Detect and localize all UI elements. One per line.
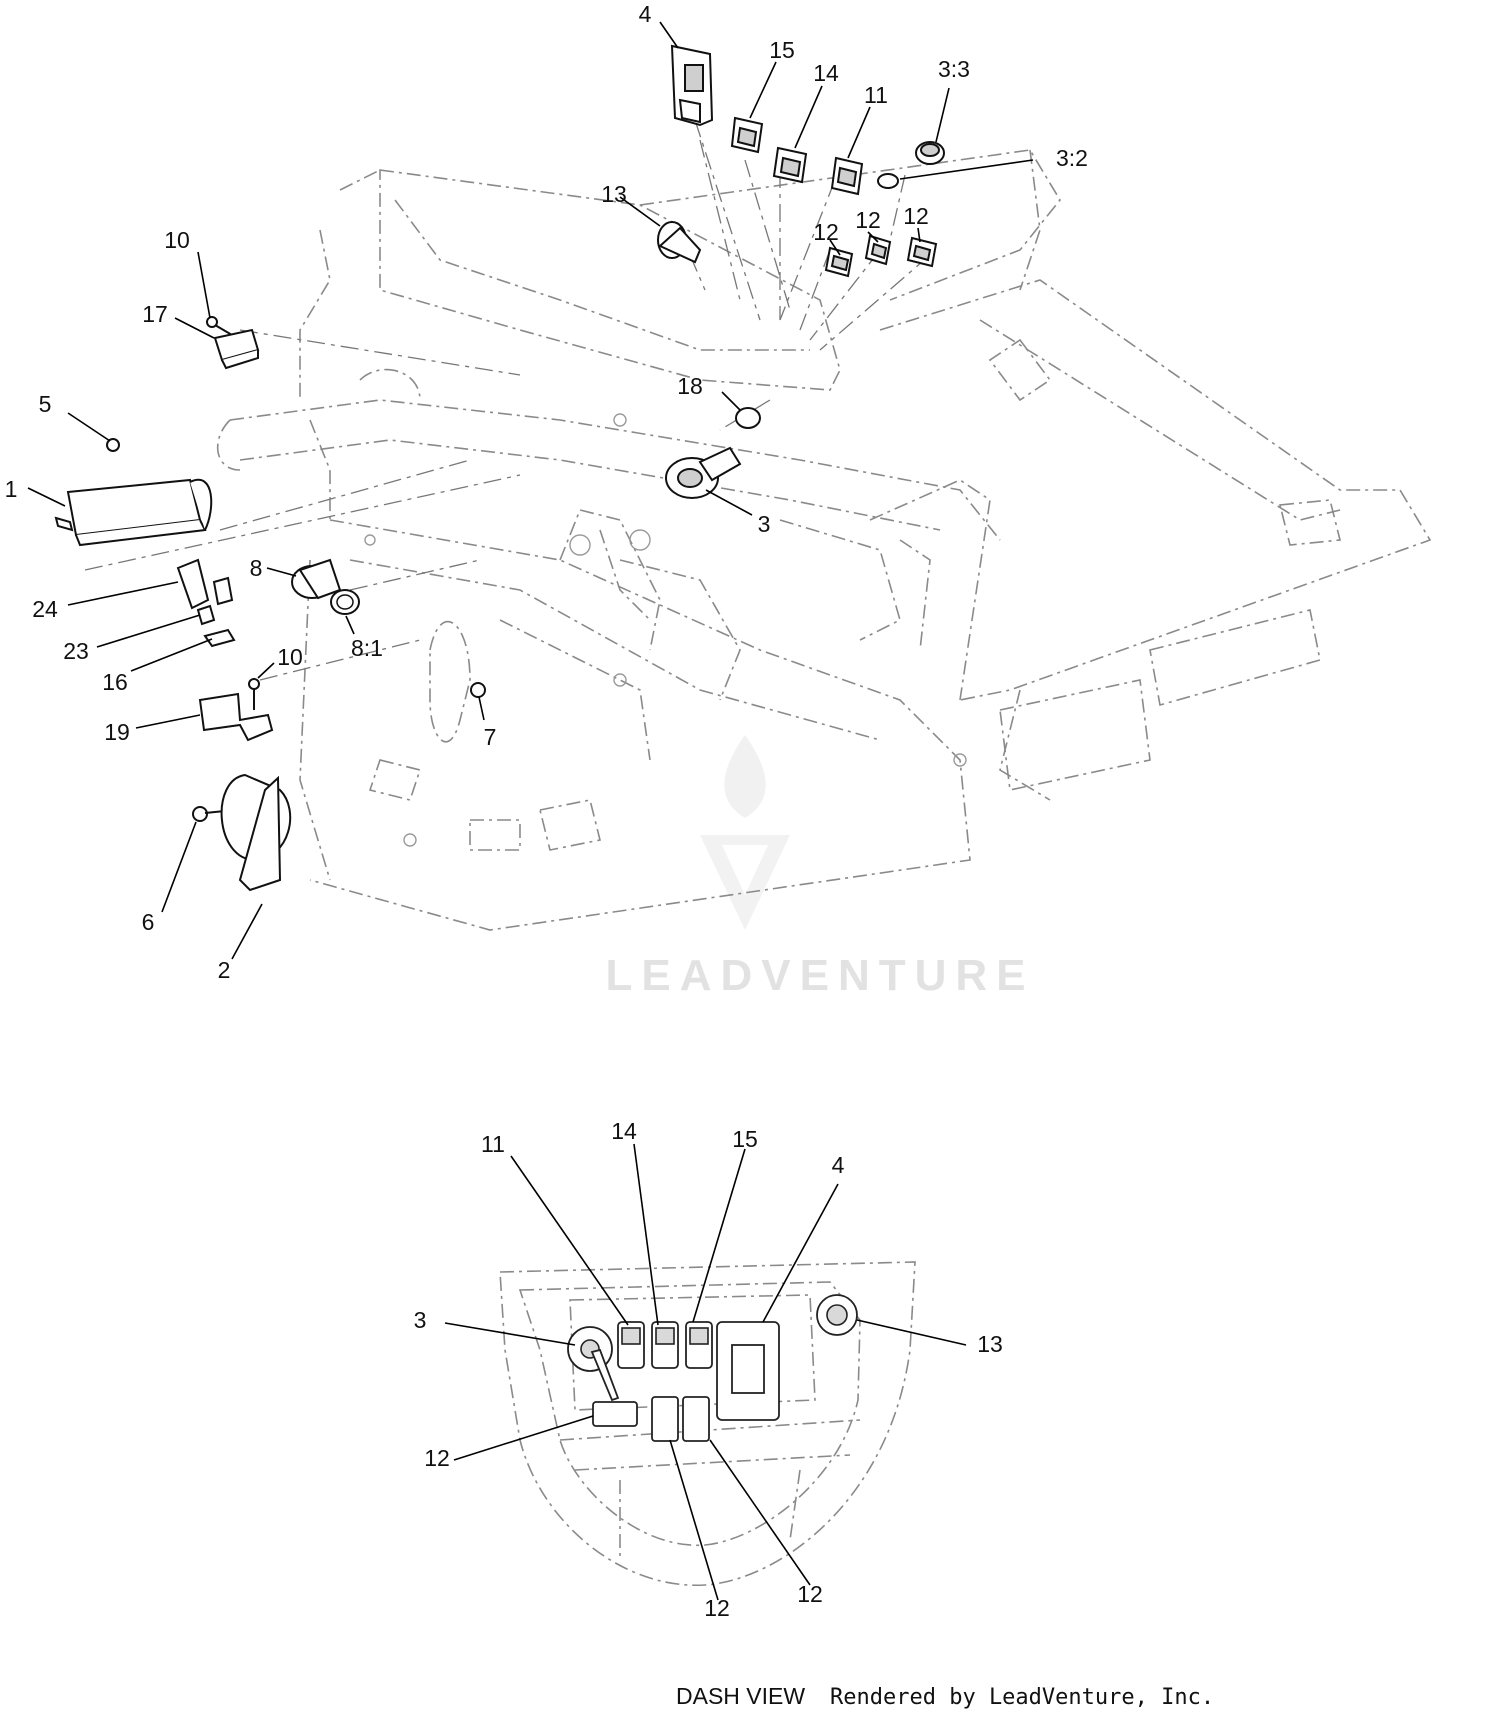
part-16-label xyxy=(203,628,236,648)
part-13-usb-socket xyxy=(657,221,702,264)
callout-12-b: 12 xyxy=(855,207,881,233)
dash-callout-12-right: 12 xyxy=(797,1581,823,1607)
callout-3-2: 3:2 xyxy=(1056,145,1088,171)
callout-3: 3 xyxy=(758,511,771,537)
callout-7: 7 xyxy=(484,724,497,750)
callout-23: 23 xyxy=(63,638,89,664)
callout-14: 14 xyxy=(813,60,839,86)
dash-blank-switch-b xyxy=(651,1396,679,1442)
callout-18: 18 xyxy=(677,373,703,399)
dash-view-callouts: 14 11 15 4 3 13 12 12 12 xyxy=(414,1118,1003,1621)
main-view-leaders xyxy=(27,21,1034,960)
part-2-horn xyxy=(220,773,292,892)
callout-12-c: 12 xyxy=(903,203,929,229)
part-19-bracket xyxy=(198,692,274,742)
dash-outlet-module xyxy=(716,1321,780,1421)
part-15-rocker-switch xyxy=(730,116,764,154)
assembly-lines xyxy=(84,119,931,681)
callout-16: 16 xyxy=(102,669,128,695)
dash-callout-4: 4 xyxy=(832,1152,845,1178)
callout-6: 6 xyxy=(142,909,155,935)
part-1-control-module xyxy=(54,478,213,547)
dash-callout-3: 3 xyxy=(414,1307,427,1333)
callout-10-top: 10 xyxy=(164,227,190,253)
dash-view-leaders xyxy=(444,1143,967,1601)
part-14-rocker-switch xyxy=(772,146,808,184)
part-7-nut xyxy=(470,682,486,698)
part-5-nut xyxy=(106,438,120,452)
part-10-bolt-top xyxy=(206,316,218,328)
main-view-callouts: 4 15 14 11 3:3 3:2 13 12 12 12 10 17 5 1… xyxy=(5,1,1088,983)
footer: DASH VIEW Rendered by LeadVenture, Inc. xyxy=(676,1683,1214,1710)
callout-12-a: 12 xyxy=(813,219,839,245)
callout-17: 17 xyxy=(142,301,168,327)
dash-view-title: DASH VIEW xyxy=(676,1683,805,1709)
dash-blank-switch-a xyxy=(592,1401,638,1427)
dash-view xyxy=(499,1261,916,1586)
part-12-switch-c xyxy=(906,236,938,268)
part-23-clip xyxy=(196,604,216,626)
callout-8-1: 8:1 xyxy=(351,635,383,661)
watermark: LEADVENTURE xyxy=(605,735,1034,1000)
callout-10-bottom: 10 xyxy=(277,644,303,670)
watermark-text: LEADVENTURE xyxy=(605,951,1034,1000)
dash-callout-13: 13 xyxy=(977,1331,1003,1357)
callout-24: 24 xyxy=(32,596,58,622)
part-10-bolt-bottom xyxy=(248,678,260,710)
callout-13: 13 xyxy=(601,181,627,207)
part-24-connector xyxy=(176,558,234,610)
vehicle-frame xyxy=(216,149,1432,931)
main-view-parts xyxy=(54,44,945,892)
part-3-ignition-switch xyxy=(665,446,742,499)
dash-callout-15: 15 xyxy=(732,1126,758,1152)
dash-callout-12-left: 12 xyxy=(424,1445,450,1471)
part-17-relay xyxy=(213,328,260,370)
part-12-switch-a xyxy=(824,246,854,278)
part-8-buzzer xyxy=(291,558,342,600)
callout-5: 5 xyxy=(39,391,52,417)
callout-15: 15 xyxy=(769,37,795,63)
rendered-by-text: Rendered by LeadVenture, Inc. xyxy=(830,1685,1214,1710)
callout-1: 1 xyxy=(5,476,18,502)
callout-3-3: 3:3 xyxy=(938,56,970,82)
dash-callout-14: 14 xyxy=(611,1118,637,1144)
dash-housing xyxy=(499,1261,916,1586)
part-18-grommet xyxy=(735,407,761,429)
dash-callout-11: 11 xyxy=(481,1131,505,1157)
callout-4: 4 xyxy=(639,1,652,27)
dash-rocker-switches xyxy=(617,1321,713,1369)
part-11-rocker-switch xyxy=(830,156,864,196)
callout-8: 8 xyxy=(250,555,263,581)
dash-blank-switch-c xyxy=(682,1396,710,1442)
part-4-outlet-module xyxy=(670,44,714,127)
dash-callout-12-center: 12 xyxy=(704,1595,730,1621)
callout-2: 2 xyxy=(218,957,231,983)
callout-19: 19 xyxy=(104,719,130,745)
leadventure-logo-icon xyxy=(700,735,790,930)
dash-usb-socket xyxy=(816,1294,858,1336)
callout-11: 11 xyxy=(864,82,888,108)
dash-ignition-switch xyxy=(567,1326,620,1402)
part-3-2-nut xyxy=(877,173,899,189)
part-12-switch-b xyxy=(864,234,892,266)
